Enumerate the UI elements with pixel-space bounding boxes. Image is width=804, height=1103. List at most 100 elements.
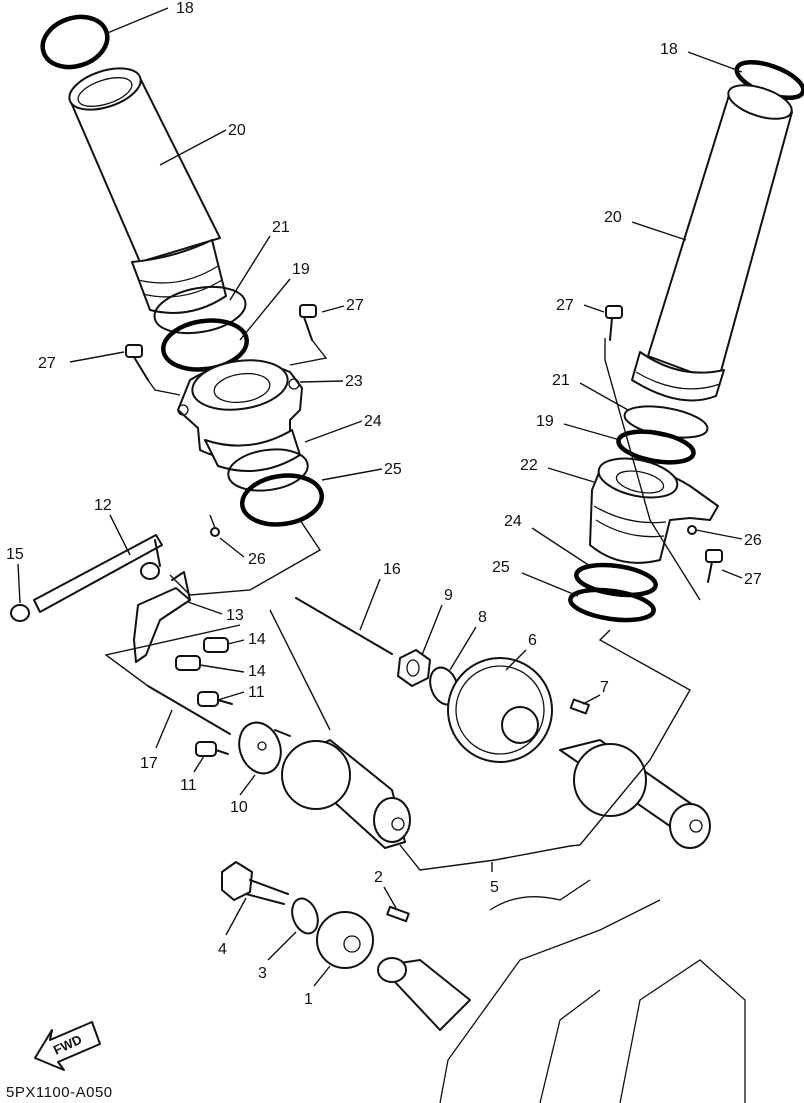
leader-line-11: [193, 755, 205, 773]
bolt-27-left-b: [125, 344, 149, 381]
leader-line-14: [199, 664, 245, 673]
lower-parts: [221, 861, 746, 1103]
callout-label-27: 27: [38, 355, 56, 372]
callout-label-12: 12: [94, 497, 112, 514]
callout-label-14: 14: [248, 631, 266, 648]
callout-label-27: 27: [346, 297, 364, 314]
callout-label-26: 26: [248, 551, 266, 568]
callout-label-17: 17: [140, 755, 158, 772]
callout-label-18: 18: [660, 41, 678, 58]
leader-line-12: [109, 514, 131, 556]
leader-line-27: [583, 304, 605, 313]
leader-line-7: [582, 694, 601, 705]
leader-line-20: [631, 221, 687, 241]
callout-label-18: 18: [176, 0, 194, 17]
callout-label-20: 20: [604, 209, 622, 226]
plate-10: [238, 721, 291, 775]
callout-label-3: 3: [258, 965, 267, 982]
o-ring-25-left: [239, 473, 325, 527]
callout-label-27: 27: [556, 297, 574, 314]
callout-label-1: 1: [304, 991, 313, 1008]
leader-line-25: [321, 468, 383, 481]
drawing-code: 5PX1100-A050: [6, 1084, 113, 1101]
callout-label-5: 5: [490, 879, 499, 896]
leader-line-11: [217, 691, 245, 701]
camshaft-5-right: [559, 739, 711, 849]
o-ring-18-left: [40, 14, 110, 70]
bolt-27-left-a: [299, 304, 317, 341]
leader-line-21: [579, 382, 629, 411]
leader-line-17: [155, 709, 173, 749]
housing-22-right: [589, 457, 719, 564]
key-2: [386, 905, 410, 923]
bolt-14-b: [175, 655, 201, 671]
washer-3: [291, 897, 319, 935]
leader-line-3: [267, 931, 297, 961]
left-tube-assembly: [40, 14, 325, 537]
leader-line-14: [227, 639, 245, 645]
leader-line-9: [421, 604, 443, 656]
assembly-guide-lines: [104, 338, 701, 871]
o-ring-19-left: [161, 318, 249, 372]
leader-line-27: [69, 351, 125, 363]
tube-20-right: [631, 84, 793, 402]
fwd-arrow-icon: FWD: [34, 1021, 101, 1071]
callout-label-23: 23: [345, 373, 363, 390]
callout-label-7: 7: [600, 679, 609, 696]
leader-line-21: [229, 235, 271, 301]
callout-layer: 1820211927272324252612151314141111171016…: [6, 0, 762, 1008]
leader-line-20: [159, 129, 227, 166]
callout-label-21: 21: [552, 372, 570, 389]
leader-line-24: [304, 420, 363, 443]
crankshaft-stub: [377, 957, 471, 1031]
bolt-11-b: [195, 741, 229, 757]
leader-line-26: [695, 529, 743, 540]
bolt-4: [221, 861, 289, 905]
housing-23-left: [177, 359, 303, 472]
leader-line-18: [687, 51, 743, 73]
engine-case-outline: [439, 879, 746, 1103]
callout-label-25: 25: [384, 461, 402, 478]
gear-1: [316, 911, 374, 969]
leader-line-27: [721, 569, 743, 579]
bolt-27-right-b: [705, 549, 723, 583]
callout-label-2: 2: [374, 869, 383, 886]
callout-label-24: 24: [504, 513, 522, 530]
callout-label-21: 21: [272, 219, 290, 236]
leader-line-23: [299, 380, 344, 383]
leader-line-22: [547, 467, 595, 483]
tube-20-left: [68, 67, 227, 314]
callout-label-11: 11: [248, 684, 265, 701]
callout-label-13: 13: [226, 607, 244, 624]
gear-6: [447, 657, 553, 763]
leader-line-27: [321, 305, 345, 313]
shift-linkage-parts: [10, 534, 291, 775]
callout-label-8: 8: [478, 609, 487, 626]
callout-label-26: 26: [744, 532, 762, 549]
leader-line-8: [449, 626, 477, 671]
o-ring-25-right: [568, 587, 656, 623]
key-7: [569, 698, 590, 715]
leader-line-10: [239, 774, 256, 796]
leader-line-2: [383, 886, 397, 909]
leader-line-18: [104, 7, 169, 35]
callout-label-14: 14: [248, 663, 266, 680]
leader-line-13: [187, 601, 223, 615]
o-ring-24-right: [574, 562, 658, 598]
center-shaft-parts: [281, 597, 711, 849]
leader-line-24: [531, 527, 591, 567]
o-ring-19-right: [616, 429, 696, 465]
o-ring-24-left: [227, 448, 309, 492]
callout-label-19: 19: [536, 413, 554, 430]
leader-line-1: [313, 965, 331, 987]
callout-label-16: 16: [383, 561, 401, 578]
bolt-27-right-a: [605, 305, 623, 341]
right-tube-assembly: [568, 59, 804, 623]
dowel-26-right: [687, 525, 697, 535]
shaft-12: [33, 534, 163, 613]
callout-label-27: 27: [744, 571, 762, 588]
callout-label-22: 22: [520, 457, 538, 474]
leader-line-4: [225, 897, 247, 936]
